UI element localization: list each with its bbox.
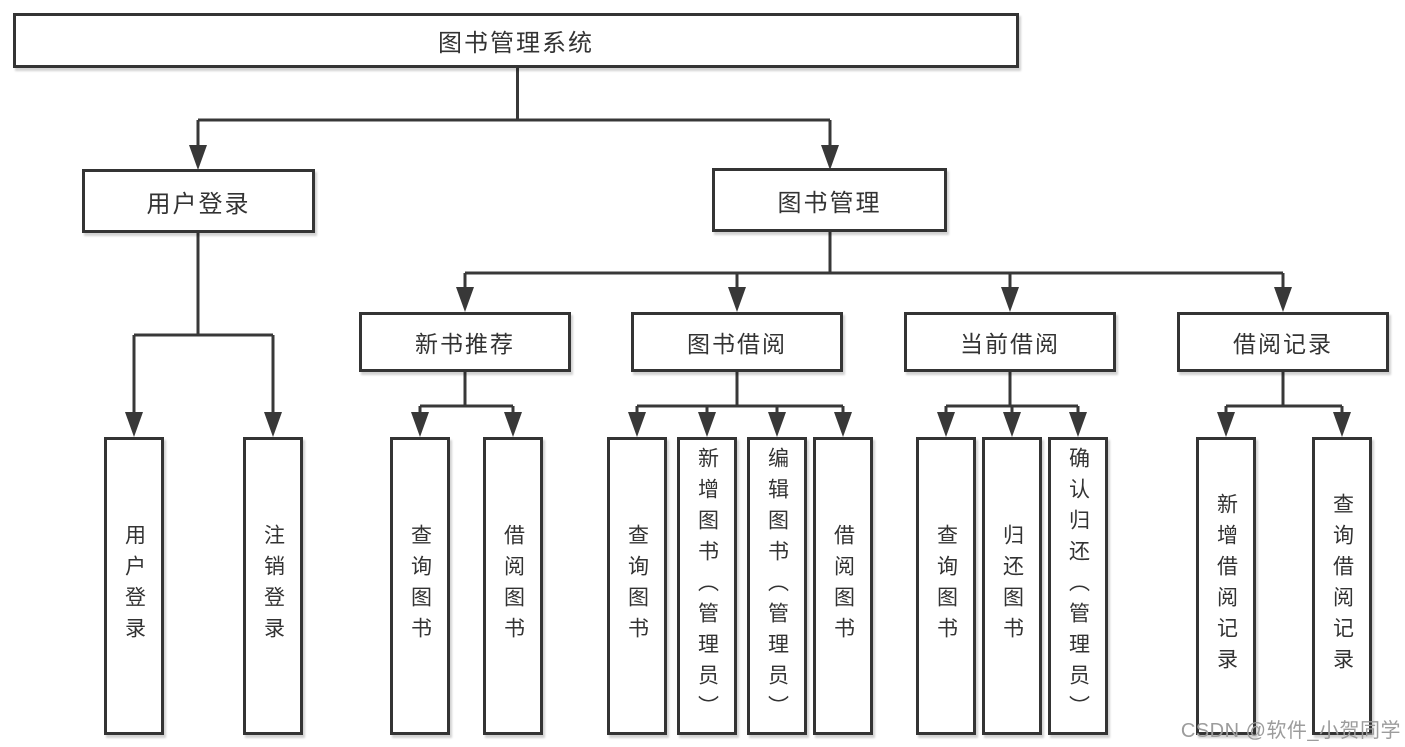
node-label: 用户登录 <box>146 190 251 218</box>
node-book-borrowing: 图书借阅 <box>631 312 843 372</box>
node-new-book-recommendation: 新书推荐 <box>359 312 571 372</box>
arrow-down-icon <box>264 412 282 437</box>
leaf-confirm-return-admin: 确认归还（管理员） <box>1048 437 1108 735</box>
arrow-down-icon <box>1217 412 1235 437</box>
node-current-borrowing: 当前借阅 <box>904 312 1116 372</box>
leaf-query-books-recommendation: 查询图书 <box>390 437 450 735</box>
leaf-user-login: 用户登录 <box>104 437 164 735</box>
arrowheads <box>125 145 1351 437</box>
leaf-logout: 注销登录 <box>243 437 303 735</box>
arrow-down-icon <box>728 287 746 312</box>
arrow-down-icon <box>456 287 474 312</box>
arrow-down-icon <box>937 412 955 437</box>
leaf-borrow-books-borrowing: 借阅图书 <box>813 437 873 735</box>
arrow-down-icon <box>189 145 207 170</box>
arrow-down-icon <box>834 412 852 437</box>
leaf-add-borrowing-record: 新增借阅记录 <box>1196 437 1256 735</box>
connector-book-management <box>463 231 1285 289</box>
node-label: 图书管理 <box>777 189 882 217</box>
leaf-label: 查询图书 <box>934 524 958 648</box>
arrow-down-icon <box>698 412 716 437</box>
leaf-query-books-current: 查询图书 <box>916 437 976 735</box>
leaf-borrow-books-recommendation: 借阅图书 <box>483 437 543 735</box>
leaf-label: 查询图书 <box>625 524 649 648</box>
leaf-add-book-admin: 新增图书（管理员） <box>677 437 737 735</box>
arrow-down-icon <box>628 412 646 437</box>
leaf-label: 新增借阅记录 <box>1214 493 1238 679</box>
leaf-label: 查询图书 <box>408 524 432 648</box>
leaf-return-book: 归还图书 <box>982 437 1042 735</box>
leaf-label: 借阅图书 <box>831 524 855 648</box>
node-label: 图书管理系统 <box>438 30 594 57</box>
leaf-label: 新增图书（管理员） <box>695 446 719 726</box>
leaf-label: 确认归还（管理员） <box>1066 446 1090 726</box>
node-label: 借阅记录 <box>1233 331 1333 357</box>
arrow-down-icon <box>125 412 143 437</box>
connector-new-book-recommendation <box>418 371 515 414</box>
node-label: 新书推荐 <box>415 331 515 357</box>
connector-root <box>196 68 832 147</box>
node-borrowing-records: 借阅记录 <box>1177 312 1389 372</box>
node-label: 当前借阅 <box>960 331 1060 357</box>
connector-borrowing-records <box>1224 371 1344 414</box>
arrow-down-icon <box>1333 412 1351 437</box>
leaf-label: 查询借阅记录 <box>1330 493 1354 679</box>
arrow-down-icon <box>1069 412 1087 437</box>
leaf-edit-book-admin: 编辑图书（管理员） <box>747 437 807 735</box>
csdn-watermark: CSDN @软件_小贺同学 <box>1180 720 1401 742</box>
leaf-label: 注销登录 <box>261 524 285 648</box>
node-library-management-system: 图书管理系统 <box>13 13 1019 68</box>
arrow-down-icon <box>504 412 522 437</box>
leaf-label: 用户登录 <box>122 524 146 648</box>
leaf-query-borrowing-record: 查询借阅记录 <box>1312 437 1372 735</box>
leaf-label: 编辑图书（管理员） <box>765 446 789 726</box>
arrow-down-icon <box>1274 287 1292 312</box>
leaf-label: 归还图书 <box>1000 524 1024 648</box>
arrow-down-icon <box>768 412 786 437</box>
node-label: 图书借阅 <box>687 331 787 357</box>
arrow-down-icon <box>1003 412 1021 437</box>
connector-book-borrowing <box>635 371 845 414</box>
arrow-down-icon <box>821 145 839 170</box>
arrow-down-icon <box>411 412 429 437</box>
node-book-management: 图书管理 <box>712 168 947 232</box>
connector-current-borrowing <box>944 371 1080 414</box>
leaf-query-books-borrowing: 查询图书 <box>607 437 667 735</box>
leaf-label: 借阅图书 <box>501 524 525 648</box>
arrow-down-icon <box>1001 287 1019 312</box>
node-user-login: 用户登录 <box>82 169 315 233</box>
connector-user-login <box>132 232 275 414</box>
